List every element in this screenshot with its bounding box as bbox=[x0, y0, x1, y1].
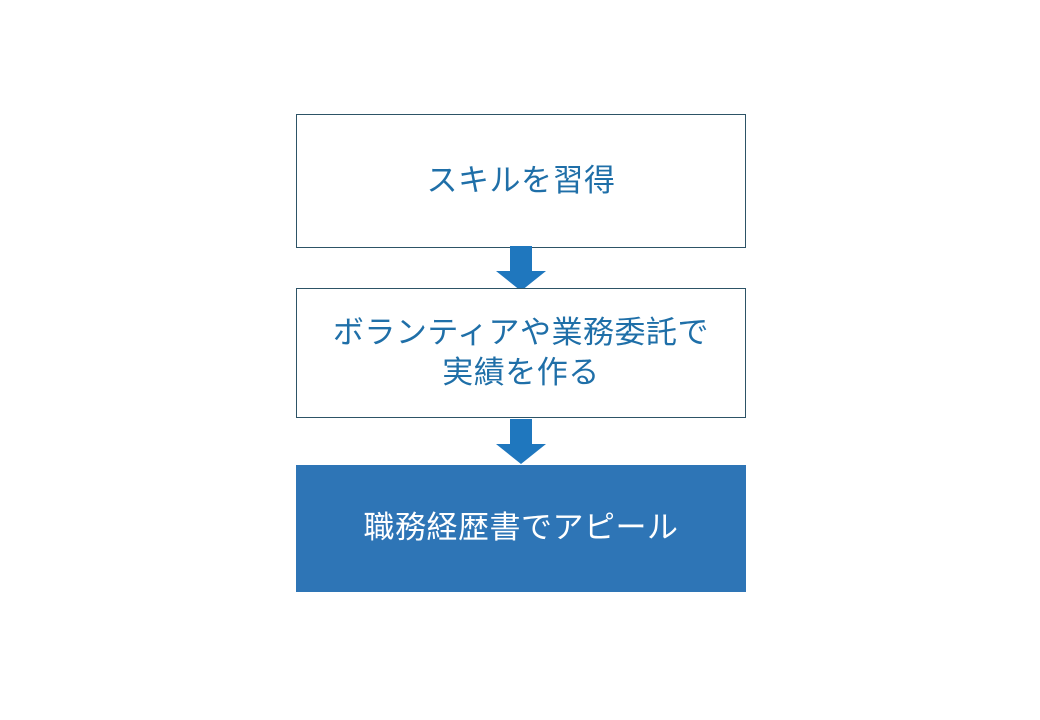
flow-node-experience-label: ボランティアや業務委託で 実績を作る bbox=[332, 314, 710, 390]
flow-node-experience[interactable]: ボランティアや業務委託で 実績を作る bbox=[296, 288, 746, 418]
down-arrow-icon-1 bbox=[494, 246, 548, 292]
flow-node-resume[interactable]: 職務経歴書でアピール bbox=[296, 465, 746, 592]
flow-node-resume-label: 職務経歴書でアピール bbox=[363, 510, 679, 546]
flow-node-skill-label: スキルを習得 bbox=[426, 162, 616, 198]
down-arrow-icon-2 bbox=[494, 419, 548, 465]
flow-node-skill[interactable]: スキルを習得 bbox=[296, 114, 746, 248]
